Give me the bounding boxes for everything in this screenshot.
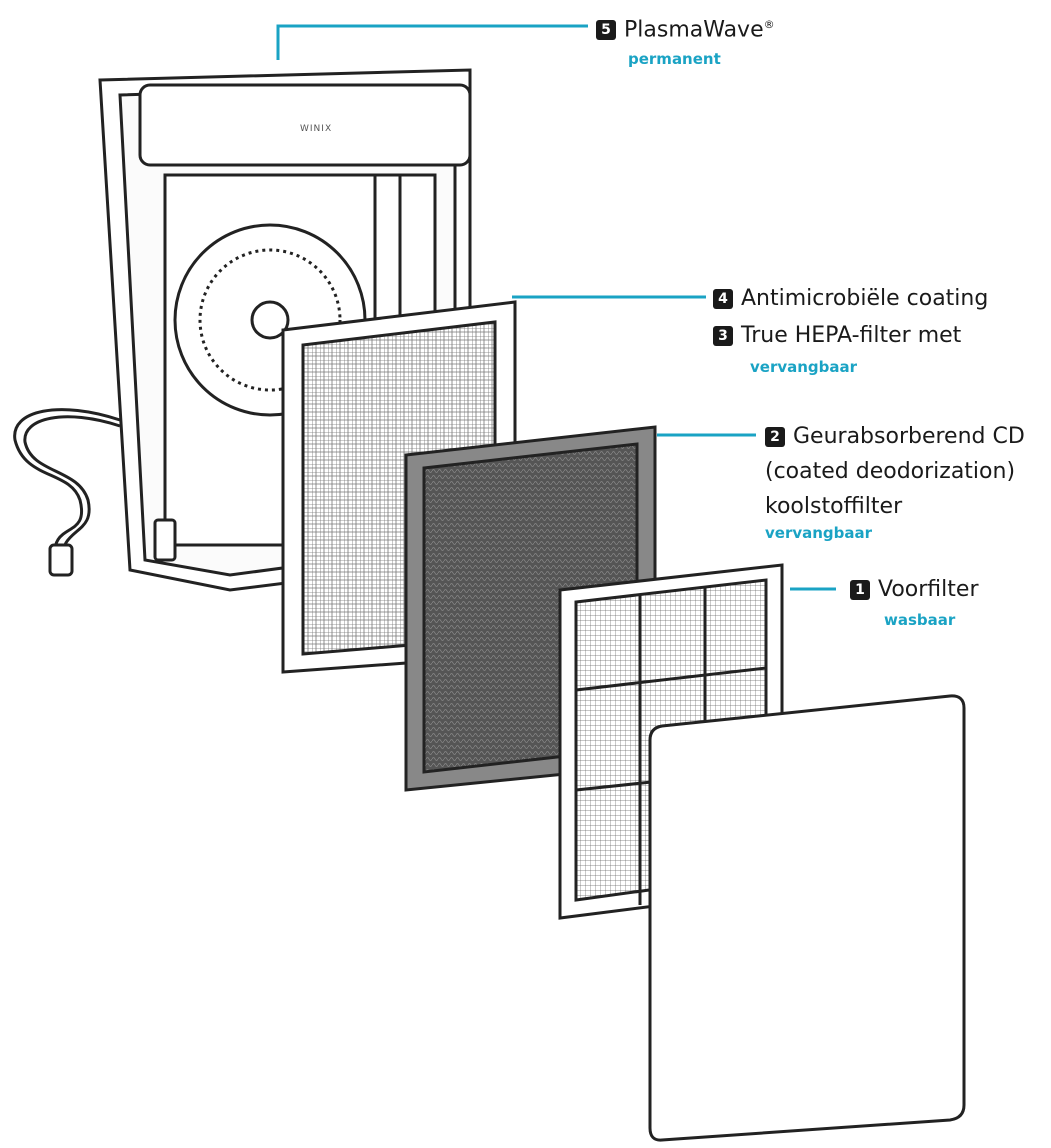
power-cord bbox=[13, 408, 121, 577]
label-component-3: 3 True HEPA-filter met bbox=[713, 323, 961, 349]
label-component-4: 4 Antimicrobiële coating bbox=[713, 286, 988, 312]
badge-2: 2 bbox=[765, 427, 785, 447]
front-cover bbox=[648, 694, 966, 1142]
status-component-1: wasbaar bbox=[884, 611, 956, 629]
component-5-name: PlasmaWave bbox=[624, 17, 764, 43]
label-component-5: 5 PlasmaWave® bbox=[596, 12, 775, 43]
callout-lines bbox=[276, 24, 836, 591]
status-component-3: vervangbaar bbox=[750, 358, 858, 376]
registered-mark: ® bbox=[763, 18, 775, 31]
badge-1: 1 bbox=[850, 580, 870, 600]
badge-3: 3 bbox=[713, 326, 733, 346]
callout-line-5 bbox=[276, 24, 588, 60]
badge-4: 4 bbox=[713, 289, 733, 309]
status-component-5: permanent bbox=[628, 50, 721, 68]
component-2-name-line-3: koolstoffilter bbox=[765, 494, 903, 519]
top-panel bbox=[138, 83, 472, 167]
component-3-name: True HEPA-filter met bbox=[741, 323, 962, 348]
badge-5: 5 bbox=[596, 20, 616, 41]
device-brand: WINIX bbox=[300, 124, 333, 134]
component-4-name: Antimicrobiële coating bbox=[741, 286, 989, 311]
component-2-name-line-2: (coated deodorization) bbox=[765, 459, 1016, 484]
label-component-2: 2 Geurabsorberend CD bbox=[765, 424, 1025, 450]
component-2-name-line-1: Geurabsorberend CD bbox=[793, 424, 1025, 449]
fan-inner bbox=[198, 248, 342, 392]
status-component-2: vervangbaar bbox=[765, 524, 873, 542]
label-component-1: 1 Voorfilter bbox=[850, 577, 978, 603]
component-1-name: Voorfilter bbox=[878, 577, 979, 602]
